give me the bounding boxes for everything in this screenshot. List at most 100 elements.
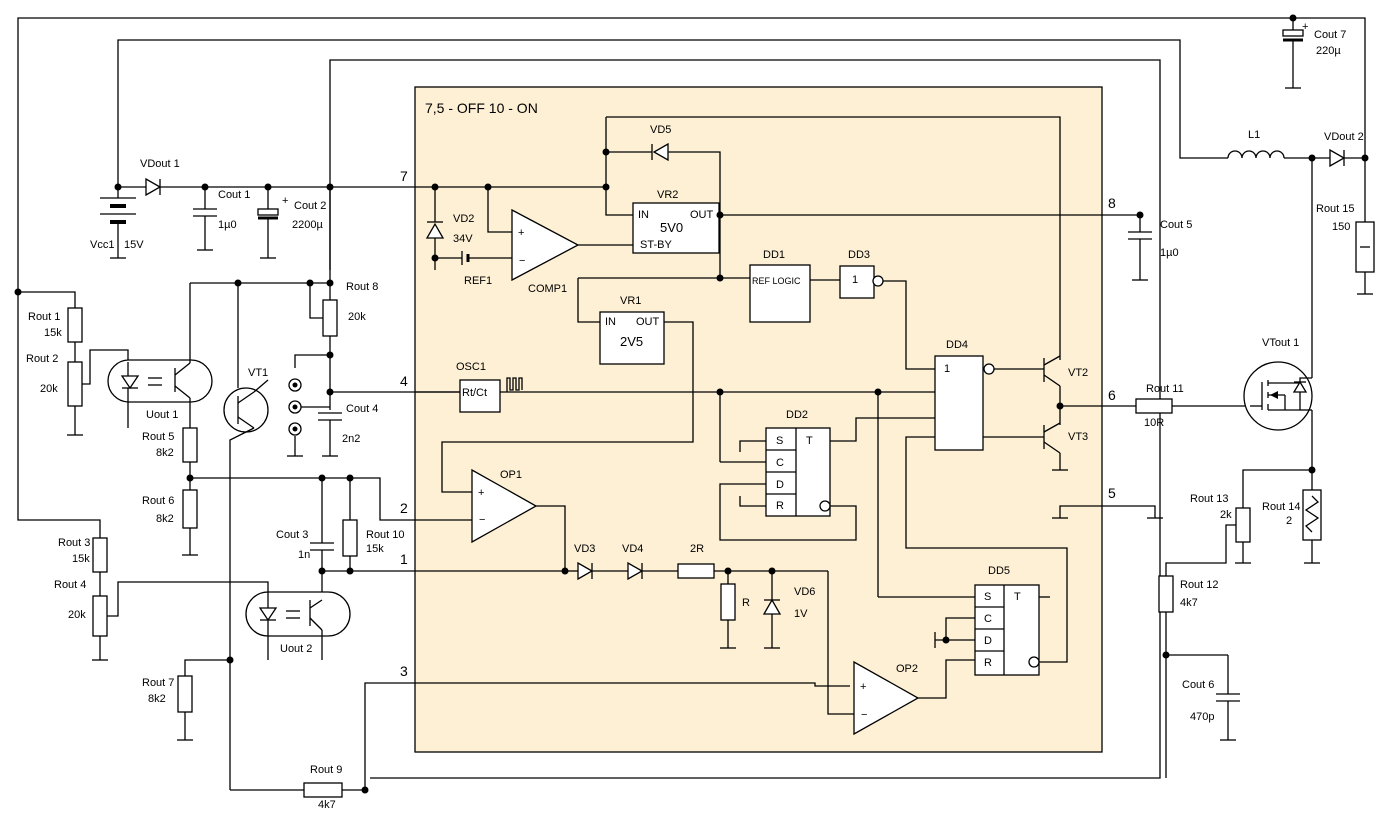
rout14-value: 2 [1286, 515, 1292, 527]
cout7-value: 220µ [1316, 45, 1341, 57]
feedback-network-2 [92, 474, 850, 798]
vd5-label: VD5 [650, 124, 671, 136]
cout4-value: 2n2 [342, 433, 360, 445]
pin-5: 5 [1108, 485, 1116, 501]
dd3-label: DD3 [848, 249, 870, 261]
vd2-value: 34V [453, 233, 473, 245]
rout7-value: 8k2 [148, 693, 166, 705]
cout7-plus: + [1302, 21, 1308, 33]
rout15-label: Rout 15 [1316, 203, 1355, 215]
op1-minus: − [479, 514, 485, 526]
cout4-label: Cout 4 [346, 403, 378, 415]
vt1-label: VT1 [248, 367, 268, 379]
cout6-label: Cout 6 [1182, 679, 1214, 691]
op2-label: OP2 [896, 663, 918, 675]
rout12-value: 4k7 [1180, 597, 1198, 609]
ref1-label: REF1 [464, 275, 492, 287]
uout1-label: Uout 1 [146, 409, 178, 421]
cout2-value: 2200µ [292, 219, 323, 231]
vtout1-label: VTout 1 [1262, 337, 1299, 349]
uout2-label: Uout 2 [280, 643, 312, 655]
dd4-label: DD4 [946, 339, 968, 351]
l1-label: L1 [1248, 129, 1260, 141]
vdout1-label: VDout 1 [140, 158, 180, 170]
vr1-out: OUT [636, 316, 660, 328]
rout5-value: 8k2 [156, 447, 174, 459]
cout5-label: Cout 5 [1160, 219, 1192, 231]
vr2-in: IN [638, 209, 649, 221]
pin-7: 7 [400, 168, 408, 184]
rout6-value: 8k2 [156, 513, 174, 525]
cout1-value: 1µ0 [218, 219, 237, 231]
rout2-value: 20k [40, 383, 58, 395]
feedback-network-1 [67, 283, 213, 436]
dd5-d: D [984, 635, 992, 647]
cout6-value: 470p [1190, 711, 1214, 723]
pin-6: 6 [1108, 387, 1116, 403]
dd5-t: T [1014, 591, 1021, 603]
vdout2-label: VDout 2 [1324, 131, 1364, 143]
mode-title: 7,5 - OFF 10 - ON [425, 100, 538, 116]
cout3-label: Cout 3 [276, 529, 308, 541]
vt2-label: VT2 [1068, 367, 1088, 379]
comp1-plus: + [518, 227, 524, 239]
vr2-label: VR2 [657, 189, 678, 201]
op2-minus: − [861, 709, 867, 721]
rout6-label: Rout 6 [142, 495, 174, 507]
cout2-plus: + [282, 195, 288, 207]
dd5-label: DD5 [988, 565, 1010, 577]
dd5-c: C [984, 613, 992, 625]
dd2-c: C [776, 457, 784, 469]
r2r-label: 2R [690, 543, 704, 555]
rout12-label: Rout 12 [1180, 579, 1219, 591]
pin-1: 1 [400, 551, 408, 567]
vr1-in: IN [605, 316, 616, 328]
rout4-label: Rout 4 [54, 579, 86, 591]
vd2-label: VD2 [453, 213, 474, 225]
op1-label: OP1 [500, 469, 522, 481]
rout2-label: Rout 2 [26, 353, 58, 365]
rout11-value: 10R [1144, 417, 1164, 429]
rout3-value: 15k [72, 553, 90, 565]
dd2-r: R [776, 500, 784, 512]
ic-internals [415, 116, 1163, 736]
cout2-label: Cout 2 [294, 200, 326, 212]
osc1-label: OSC1 [456, 361, 486, 373]
vr2-stby: ST-BY [640, 239, 672, 251]
rout1-label: Rout 1 [28, 311, 60, 323]
rout1-value: 15k [44, 327, 62, 339]
input-supply [100, 177, 415, 259]
op1-plus: + [478, 487, 484, 499]
rout13-value: 2k [1220, 509, 1232, 521]
pin-8: 8 [1108, 195, 1116, 211]
dd2-d: D [776, 479, 784, 491]
osc1-box: Rt/Ct [462, 387, 487, 399]
rout8-label: Rout 8 [346, 281, 378, 293]
vr1-label: VR1 [620, 295, 641, 307]
rout4-value: 20k [68, 609, 86, 621]
comp1-label: COMP1 [528, 283, 567, 295]
vd3-label: VD3 [574, 543, 595, 555]
rout9-value: 4k7 [318, 799, 336, 811]
vcc1-value: 15V [124, 239, 144, 251]
dd5-s: S [984, 591, 991, 603]
vd6-value: 1V [794, 608, 808, 620]
dd2-label: DD2 [786, 409, 808, 421]
rout5-label: Rout 5 [142, 431, 174, 443]
r-label: R [742, 597, 750, 609]
dd5-r: R [984, 657, 992, 669]
rout10-value: 15k [366, 543, 384, 555]
vt3-label: VT3 [1068, 431, 1088, 443]
dd1-box: REF LOGIC [752, 276, 801, 286]
pin-3: 3 [400, 663, 408, 679]
rout10-label: Rout 10 [366, 529, 405, 541]
vr2-value: 5V0 [660, 220, 683, 235]
startup-network [182, 183, 460, 668]
rout13-label: Rout 13 [1190, 493, 1229, 505]
dd2-s: S [776, 435, 783, 447]
dd1-label: DD1 [763, 249, 785, 261]
output-stage [14, 14, 1375, 778]
cout7-label: Cout 7 [1314, 29, 1346, 41]
